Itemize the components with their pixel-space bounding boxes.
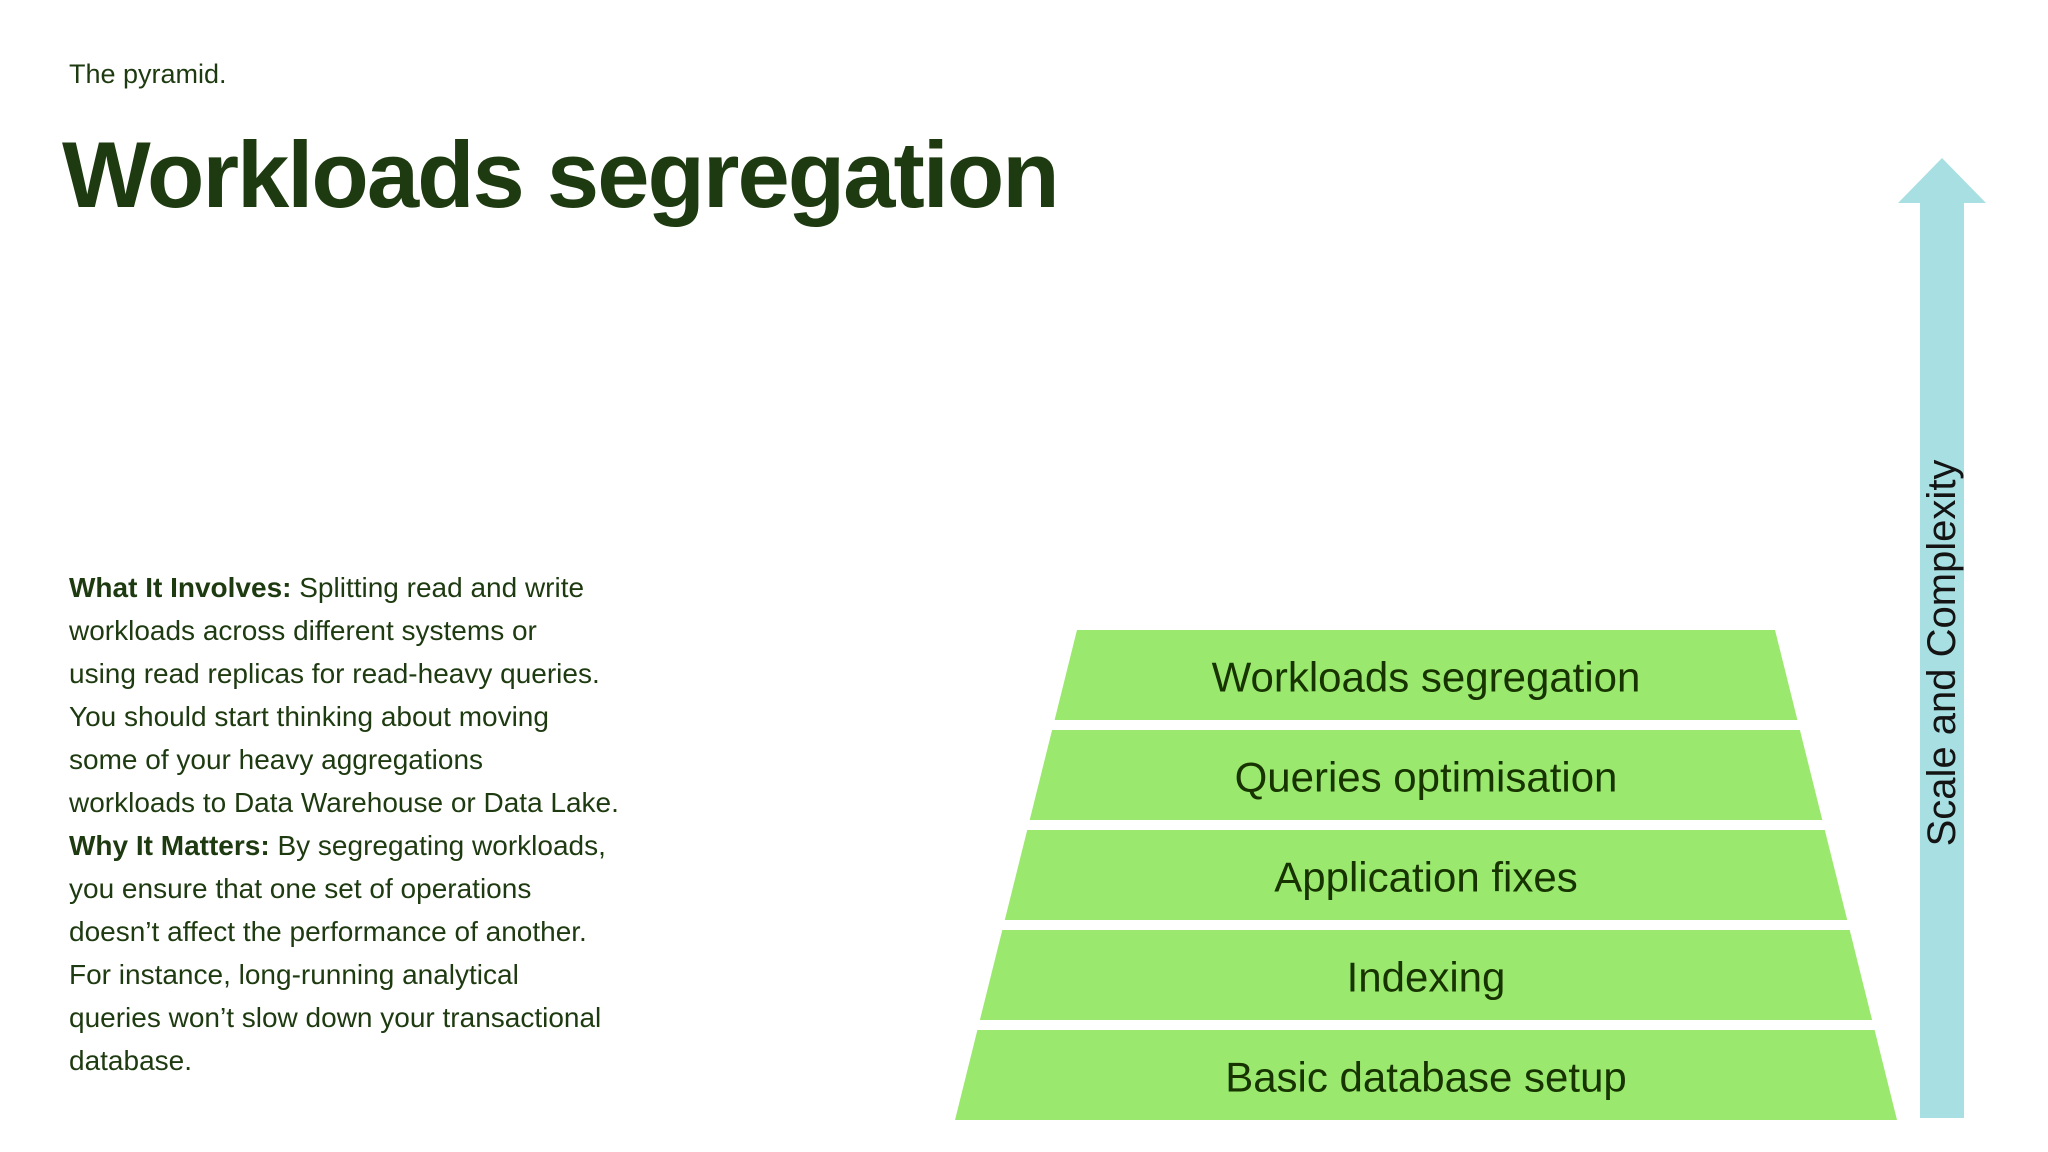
info-panel: What It Involves: Splitting read and wri… xyxy=(69,566,689,1082)
paragraph-label: What It Involves: xyxy=(69,572,292,603)
axis-label: Scale and Complexity xyxy=(1920,460,1964,847)
scale-complexity-axis: Scale and Complexity xyxy=(1898,158,1986,1118)
pyramid-level xyxy=(1054,630,1798,720)
up-arrow-icon xyxy=(1898,158,1986,1118)
paragraph-why-it-matters: Why It Matters: By segregating workloads… xyxy=(69,824,689,1082)
slide-kicker: The pyramid. xyxy=(69,59,227,89)
pyramid-level xyxy=(1029,730,1823,820)
pyramid-level xyxy=(1004,830,1848,920)
pyramid-level-label: Basic database setup xyxy=(1225,1054,1627,1101)
paragraph-what-it-involves: What It Involves: Splitting read and wri… xyxy=(69,566,689,824)
pyramid-level-label: Indexing xyxy=(1347,954,1506,1001)
pyramid-level-label: Workloads segregation xyxy=(1212,654,1641,701)
pyramid-level-label: Queries optimisation xyxy=(1235,754,1618,801)
pyramid-level xyxy=(955,1030,1897,1120)
pyramid-level-label: Application fixes xyxy=(1274,854,1578,901)
paragraph-label: Why It Matters: xyxy=(69,830,270,861)
paragraph-text: By segregating workloads, you ensure tha… xyxy=(69,830,606,1076)
paragraph-text: Splitting read and write workloads acros… xyxy=(69,572,619,818)
page-title: Workloads segregation xyxy=(62,122,1060,227)
pyramid-level xyxy=(979,930,1873,1020)
